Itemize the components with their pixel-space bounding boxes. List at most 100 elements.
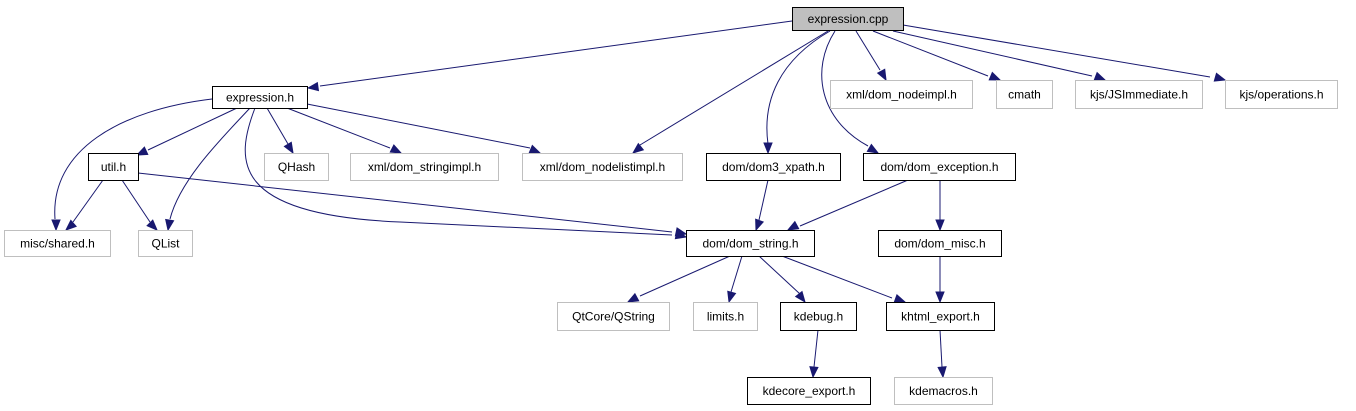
node-box [693,302,758,331]
node-label: xml/dom_stringimpl.h [368,160,481,174]
arrowhead-icon [674,227,688,237]
edge-expression_cpp-to-kjs_JSImmediate_h [892,30,1107,81]
node-label: khtml_export.h [901,310,980,324]
arrowhead-icon [727,290,737,304]
arrowhead-icon [631,142,645,154]
edge-expression_cpp-to-cmath [872,30,1002,81]
node-misc-shared-h: misc/shared.h [4,230,111,257]
edge-line [758,179,769,221]
arrowhead-icon [988,71,1002,81]
node-box [706,153,841,181]
arrowhead-icon [64,219,77,231]
edge-line [821,30,869,147]
arrowhead-icon [51,219,61,232]
edge-util_h-to-QList [121,179,158,231]
arrowhead-icon [893,294,907,303]
node-util-h[interactable]: util.h [88,153,139,181]
node-kdemacros-h: kdemacros.h [894,377,993,405]
edge-line [730,255,743,293]
node-box [4,230,111,257]
arrowhead-icon [876,68,887,82]
node-box [1225,80,1338,109]
arrowhead-icon [794,290,806,304]
edge-dom_dom_string_h-to-QtCore_QString [626,255,731,303]
node-label: dom/dom_misc.h [894,237,985,251]
edge-line [766,30,831,145]
arrowhead-icon [1093,71,1107,81]
arrowhead-icon [866,143,880,154]
arrowhead-icon [1213,72,1227,82]
node-khtml-export-h[interactable]: khtml_export.h [886,302,995,331]
node-box [878,230,1002,257]
node-label: misc/shared.h [20,237,95,251]
edge-line [54,98,213,220]
node-label: QHash [278,160,315,174]
node-dom-dom-misc-h[interactable]: dom/dom_misc.h [878,230,1002,257]
edge-util_h-to-misc_shared_h [64,179,104,231]
edge-dom_dom3_xpath_h-to-dom_dom_string_h [755,179,769,232]
edge-line [319,20,793,87]
edge-expression_h-to-QList [165,107,251,232]
edge-expression_h-to-util_h [135,107,238,156]
node-box [996,80,1053,109]
edge-line [244,107,673,236]
node-label: expression.cpp [808,12,889,26]
node-dom-dom-string-h[interactable]: dom/dom_string.h [686,230,815,257]
edge-line [939,329,943,368]
node-label: kdecore_export.h [763,384,856,398]
node-expression-h[interactable]: expression.h [212,86,308,109]
edge-line [306,103,531,149]
edge-line [639,255,731,297]
node-kjs-JSImmediate-h: kjs/JSImmediate.h [1075,80,1203,109]
node-label: xml/dom_nodeimpl.h [846,88,957,102]
node-dom-dom3-xpath-h[interactable]: dom/dom3_xpath.h [706,153,841,181]
edge-expression_cpp-to-xml_dom_nodeimpl_h [855,30,887,82]
nodes-layer: expression.cpp expression.h xml/dom_nodeim… [4,7,1338,405]
node-box [894,377,993,405]
edge-line [72,179,104,223]
node-kdecore-export-h[interactable]: kdecore_export.h [747,377,871,405]
edge-line [799,179,909,227]
arrowhead-icon [809,366,819,379]
node-QList: QList [138,230,193,257]
arrowhead-icon [528,144,542,154]
edge-expression_cpp-to-expression_h [306,20,793,92]
edge-line [902,24,1211,78]
node-cmath: cmath [996,80,1053,109]
arrowhead-icon [283,141,294,155]
node-label: limits.h [707,310,744,324]
node-box [780,302,857,331]
edge-khtml_export_h-to-kdemacros_h [937,329,947,379]
node-box [212,86,308,109]
node-box [863,153,1016,181]
node-dom-dom-exception-h[interactable]: dom/dom_exception.h [863,153,1016,181]
node-label: dom/dom3_xpath.h [722,160,825,174]
edge-line [639,30,829,146]
edge-line [892,30,1093,77]
node-box [792,7,904,31]
edge-expression_h-to-xml_dom_stringimpl_h [286,107,403,154]
arrowhead-icon [146,219,158,231]
node-expression-cpp[interactable]: expression.cpp [792,7,904,31]
node-box [522,153,683,181]
node-kdebug-h[interactable]: kdebug.h [780,302,857,331]
edge-kdebug_h-to-kdecore_export_h [809,329,819,379]
node-box [138,230,193,257]
edge-line [813,329,819,368]
arrowhead-icon [786,220,800,231]
node-xml-dom-stringimpl-h: xml/dom_stringimpl.h [350,153,499,181]
edge-expression_h-to-misc_shared_h [51,98,213,232]
edge-line [872,30,989,77]
node-label: util.h [101,160,126,174]
arrowhead-icon [935,219,945,232]
edge-dom_dom_exception_h-to-dom_dom_string_h [786,179,909,231]
node-box [264,153,329,181]
edge-expression_cpp-to-kjs_operations_h [902,24,1227,82]
edge-dom_dom_string_h-to-limits_h [727,255,743,304]
node-label: QtCore/QString [572,310,655,324]
node-box [88,153,139,181]
arrowhead-icon [763,142,773,155]
arrowhead-icon [389,144,403,154]
edge-line [758,255,801,295]
